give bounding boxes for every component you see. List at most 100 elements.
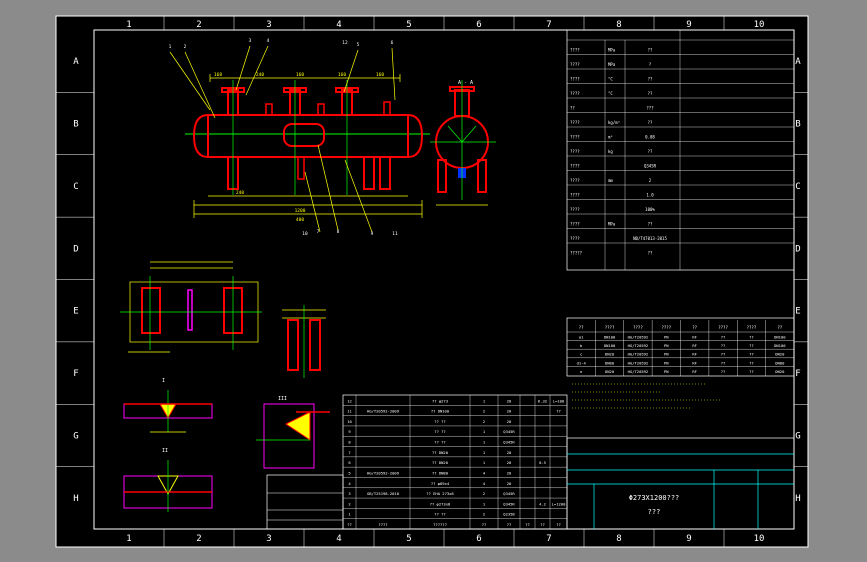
- nozzle-cell: HG/T20592: [628, 335, 649, 340]
- nozzle-cell: ??: [721, 335, 726, 340]
- row-marker-left: E: [73, 307, 78, 317]
- nozzle-cell: DN20: [605, 352, 615, 357]
- parts-cell: 8: [348, 440, 351, 445]
- column-marker-top: 1: [126, 20, 131, 30]
- dimension-text: 400: [296, 217, 304, 223]
- parts-cell: ?? DN20: [432, 450, 449, 455]
- sheet-border: [55, 15, 809, 548]
- parts-header: ??: [525, 522, 530, 527]
- tech-row-label: ????: [570, 120, 580, 125]
- nozzle-cell: DN100: [774, 335, 786, 340]
- nozzle-header: ??: [692, 325, 697, 330]
- leg-2: [363, 156, 375, 190]
- parts-cell: 4: [483, 470, 486, 475]
- parts-cell: HG/T20592-2009: [367, 409, 400, 414]
- parts-cell: 9: [348, 429, 351, 434]
- section-leg-2: [477, 159, 487, 193]
- weld-detail-3: III: [256, 396, 330, 469]
- nozzle-cell: RF: [692, 335, 697, 340]
- parts-cell: ?? EHA 273x8: [426, 491, 454, 496]
- nozzle-cell: DN100: [604, 335, 616, 340]
- nozzle-cell: ??: [749, 343, 754, 348]
- tech-row-label: ????: [570, 48, 580, 53]
- parts-cell: 1: [483, 440, 486, 445]
- drain-nozzle: [297, 156, 305, 180]
- column-marker-bottom: 4: [336, 534, 341, 544]
- tech-row-unit: MPa: [608, 48, 616, 53]
- vessel-shell: [207, 114, 409, 158]
- tech-row-unit: kg: [608, 149, 613, 154]
- tech-row-unit: MPa: [608, 62, 616, 67]
- tech-row-value: ??: [648, 48, 653, 53]
- row-marker-left: H: [73, 494, 78, 504]
- tech-row-label: ??: [570, 106, 575, 111]
- parts-cell: 1: [483, 429, 486, 434]
- column-marker-bottom: 1: [126, 534, 131, 544]
- parts-cell: L=1200: [552, 501, 566, 506]
- parts-cell: 1: [483, 460, 486, 465]
- parts-cell: 20: [507, 481, 512, 486]
- nozzle-cell: PN: [664, 369, 669, 374]
- parts-cell: ?? ??: [434, 419, 445, 424]
- leg-3: [379, 156, 391, 190]
- nozzle-header: ????: [633, 325, 643, 330]
- row-marker-right: B: [795, 120, 800, 130]
- nozzle-cell: ??: [749, 335, 754, 340]
- parts-header: ??: [507, 522, 512, 527]
- tech-row-unit: m³: [608, 135, 613, 140]
- parts-cell: ?? φ273: [432, 398, 448, 403]
- tech-row-value: ??: [648, 251, 653, 256]
- part-balloon: 10: [302, 231, 308, 237]
- tech-row-label: ????: [570, 236, 580, 241]
- nozzle-cell: DN20: [775, 369, 785, 374]
- column-marker-bottom: 10: [754, 534, 765, 544]
- plan-left-plate: [141, 287, 161, 334]
- parts-cell: 1: [483, 398, 486, 403]
- dimension-text: 168: [214, 72, 222, 78]
- parts-cell: 10: [347, 419, 352, 424]
- nozzle-cell: PN: [664, 360, 669, 365]
- tech-row-value: ??: [648, 77, 653, 82]
- nozzle-header: ????: [661, 325, 671, 330]
- tech-row-label: ????: [570, 193, 580, 198]
- row-marker-right: G: [795, 431, 800, 441]
- parts-cell: Q345R: [503, 491, 515, 496]
- nozzle-header: ??: [777, 325, 782, 330]
- plan-center-plate: [187, 289, 193, 331]
- weld-detail-1: I: [123, 378, 213, 433]
- tech-row-value: NB/T47013-2015: [633, 236, 667, 241]
- parts-header: ??????: [433, 522, 447, 527]
- column-marker-top: 10: [754, 20, 765, 30]
- revision-box: [266, 474, 344, 530]
- column-marker-top: 6: [476, 20, 481, 30]
- tech-row-unit: °C: [608, 91, 613, 96]
- nozzle-cell: DN20: [775, 352, 785, 357]
- column-marker-top: 7: [546, 20, 551, 30]
- tech-row-label: ????: [570, 207, 580, 212]
- parts-cell: 1: [483, 501, 486, 506]
- nozzle-cell: PN: [664, 335, 669, 340]
- tech-row-value: ??: [648, 91, 653, 96]
- tech-row-value: ??: [648, 120, 653, 125]
- nozzle-cell: DN80: [605, 360, 615, 365]
- tech-row-unit: mm: [608, 178, 613, 183]
- tech-row-value: ???: [646, 106, 654, 111]
- column-marker-bottom: 6: [476, 534, 481, 544]
- row-marker-left: F: [73, 369, 78, 379]
- column-marker-top: 5: [406, 20, 411, 30]
- parts-cell: 6: [348, 460, 351, 465]
- parts-header: ??: [556, 522, 561, 527]
- part-balloon: 2: [184, 44, 187, 50]
- tech-row-unit: MPa: [608, 222, 616, 227]
- column-marker-bottom: 3: [266, 534, 271, 544]
- row-marker-left: C: [73, 182, 78, 192]
- nozzle-cell: c: [580, 352, 582, 357]
- parts-cell: 5: [348, 470, 350, 475]
- parts-cell: 4: [348, 481, 351, 486]
- parts-cell: 20: [507, 460, 512, 465]
- parts-cell: HG/T20592-2009: [367, 470, 400, 475]
- row-marker-right: E: [795, 307, 800, 317]
- parts-cell: GB/T25198-2010: [367, 491, 400, 496]
- column-marker-top: 4: [336, 20, 341, 30]
